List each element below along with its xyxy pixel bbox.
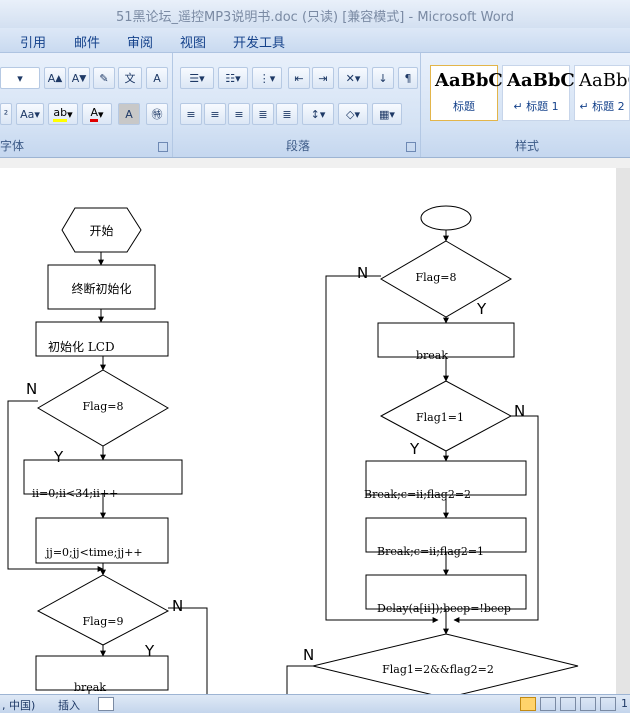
ribbon: ▾ A▲ A▼ ✎ 文 A ² Aa▾ ab▾ A▾ A ㊕ 字体 ☰▾ ☷▾ … [0, 53, 630, 158]
superscript-icon[interactable]: ² [0, 103, 12, 125]
status-language[interactable]: , 中国) [2, 699, 36, 712]
chevron-down-icon: ▾ [17, 71, 23, 85]
borders-icon[interactable]: ▦▾ [372, 103, 402, 125]
style-title[interactable]: AaBbC 标题 [430, 65, 503, 121]
highlight-icon[interactable]: ab▾ [48, 103, 78, 125]
cond-flag8-label: Flag=8 [415, 271, 457, 284]
style-name: ↵ 标题 2 [579, 100, 625, 113]
font-group: ▾ A▲ A▼ ✎ 文 A ² Aa▾ ab▾ A▾ A ㊕ 字体 [0, 53, 173, 157]
terminal-oval [420, 205, 472, 231]
shading-icon[interactable]: ◇▾ [338, 103, 368, 125]
cond-flag8-label: Flag=8 [82, 400, 124, 413]
tab-references[interactable]: 引用 [20, 36, 47, 51]
cond-flag1-label: Flag1=1 [416, 411, 464, 424]
align-center-icon[interactable]: ≡ [204, 103, 226, 125]
loop-ii-label: ii=0;ii<34;ii++ [32, 487, 119, 500]
chinese-layout-icon[interactable]: ✕▾ [338, 67, 368, 89]
tab-review[interactable]: 审阅 [127, 36, 154, 51]
delay-label: Delay(a[ii]);beep=!beep [377, 602, 511, 615]
style-heading-1[interactable]: AaBbC ↵ 标题 1 [502, 65, 575, 121]
distribute-icon[interactable]: ≣ [276, 103, 298, 125]
dialog-launcher-icon[interactable] [406, 142, 416, 152]
paragraph-group: ☰▾ ☷▾ ⋮▾ ⇤ ⇥ ✕▾ ↓ ¶ ≡ ≡ ≡ ≣ ≣ ↕▾ ◇▾ ▦▾ 段… [176, 53, 421, 157]
shrink-font-icon[interactable]: A▼ [68, 67, 90, 89]
multilevel-list-icon[interactable]: ⋮▾ [252, 67, 282, 89]
enclose-char-icon[interactable]: ㊕ [146, 103, 168, 125]
no-label: N [357, 264, 369, 282]
print-layout-view-icon[interactable] [520, 697, 536, 711]
status-insert-mode[interactable]: 插入 [58, 699, 80, 712]
document-page[interactable]: 开始 终断初始化 初始化 LCD Flag=8 Y N ii=0;ii<34;i… [0, 168, 617, 699]
tab-mailings[interactable]: 邮件 [74, 36, 101, 51]
font-size-dropdown[interactable]: ▾ [0, 67, 40, 89]
change-case-icon[interactable]: Aa▾ [16, 103, 44, 125]
increase-indent-icon[interactable]: ⇥ [312, 67, 334, 89]
line-spacing-icon[interactable]: ↕▾ [302, 103, 334, 125]
set-flag2-label: Break;c=ii;flag2=1 [377, 545, 485, 558]
numbering-icon[interactable]: ☷▾ [218, 67, 248, 89]
window-title: 51黑论坛_遥控MP3说明书.doc (只读) [兼容模式] - Microso… [115, 10, 515, 25]
align-left-icon[interactable]: ≡ [180, 103, 202, 125]
phonetic-guide-icon[interactable]: 文 [118, 67, 142, 89]
yes-label: Y [477, 300, 487, 318]
clear-format-icon[interactable]: ✎ [93, 67, 115, 89]
ribbon-tabs: 引用 邮件 审阅 视图 开发工具 [0, 28, 630, 53]
cond-combined-label: Flag1=2&&flag2=2 [382, 663, 494, 676]
macro-icon[interactable] [98, 697, 114, 711]
paragraph-group-label: 段落 [285, 139, 310, 153]
decrease-indent-icon[interactable]: ⇤ [288, 67, 310, 89]
yes-label: Y [54, 448, 64, 466]
bullets-icon[interactable]: ☰▾ [180, 67, 214, 89]
tab-view[interactable]: 视图 [180, 36, 207, 51]
start-label: 开始 [89, 224, 114, 238]
char-border-icon[interactable]: A [146, 67, 168, 89]
title-bar: 51黑论坛_遥控MP3说明书.doc (只读) [兼容模式] - Microso… [0, 0, 630, 28]
init-lcd-label: 初始化 LCD [48, 340, 115, 354]
grow-font-icon[interactable]: A▲ [44, 67, 66, 89]
style-preview: AaBbC [579, 70, 629, 91]
cond-flag9-label: Flag=9 [82, 615, 124, 628]
draft-view-icon[interactable] [600, 697, 616, 711]
font-color-icon[interactable]: A▾ [82, 103, 112, 125]
set-flag2-label: Break;c=ii;flag2=2 [364, 488, 472, 501]
yes-label: Y [410, 440, 420, 458]
loop-jj-label: jj=0;jj<time;jj++ [46, 546, 143, 559]
no-label: N [514, 402, 526, 420]
break-label: break [415, 349, 449, 362]
style-preview: AaBbC [435, 70, 503, 91]
tab-developer[interactable]: 开发工具 [233, 36, 286, 51]
justify-icon[interactable]: ≣ [252, 103, 274, 125]
sort-icon[interactable]: ↓ [372, 67, 394, 89]
full-screen-reading-icon[interactable] [540, 697, 556, 711]
vertical-scrollbar[interactable] [616, 168, 630, 694]
no-label: N [303, 646, 315, 664]
align-right-icon[interactable]: ≡ [228, 103, 250, 125]
web-layout-icon[interactable] [560, 697, 576, 711]
break-label: break [73, 681, 107, 694]
font-group-label: 字体 [0, 139, 25, 153]
char-shading-icon[interactable]: A [118, 103, 140, 125]
dialog-launcher-icon[interactable] [158, 142, 168, 152]
styles-group: AaBbC 标题 AaBbC ↵ 标题 1 AaBbC ↵ 标题 2 样式 [424, 53, 630, 157]
decision-diamond [36, 574, 170, 646]
outline-view-icon[interactable] [580, 697, 596, 711]
style-name: ↵ 标题 1 [513, 100, 559, 113]
show-marks-icon[interactable]: ¶ [398, 67, 418, 89]
start-hexagon [61, 207, 142, 253]
style-name: 标题 [453, 100, 475, 113]
zoom-level[interactable]: 1 [621, 697, 628, 710]
styles-group-label: 样式 [514, 139, 539, 153]
style-heading-2[interactable]: AaBbC ↵ 标题 2 [574, 65, 630, 121]
no-label: N [172, 597, 184, 615]
status-bar: , 中国) 插入 1 [0, 694, 630, 713]
init-interrupt-label: 终断初始化 [71, 282, 132, 296]
yes-label: Y [145, 642, 155, 660]
document-area: 开始 终断初始化 初始化 LCD Flag=8 Y N ii=0;ii<34;i… [0, 158, 630, 699]
style-preview: AaBbC [507, 70, 575, 91]
no-label: N [26, 380, 38, 398]
